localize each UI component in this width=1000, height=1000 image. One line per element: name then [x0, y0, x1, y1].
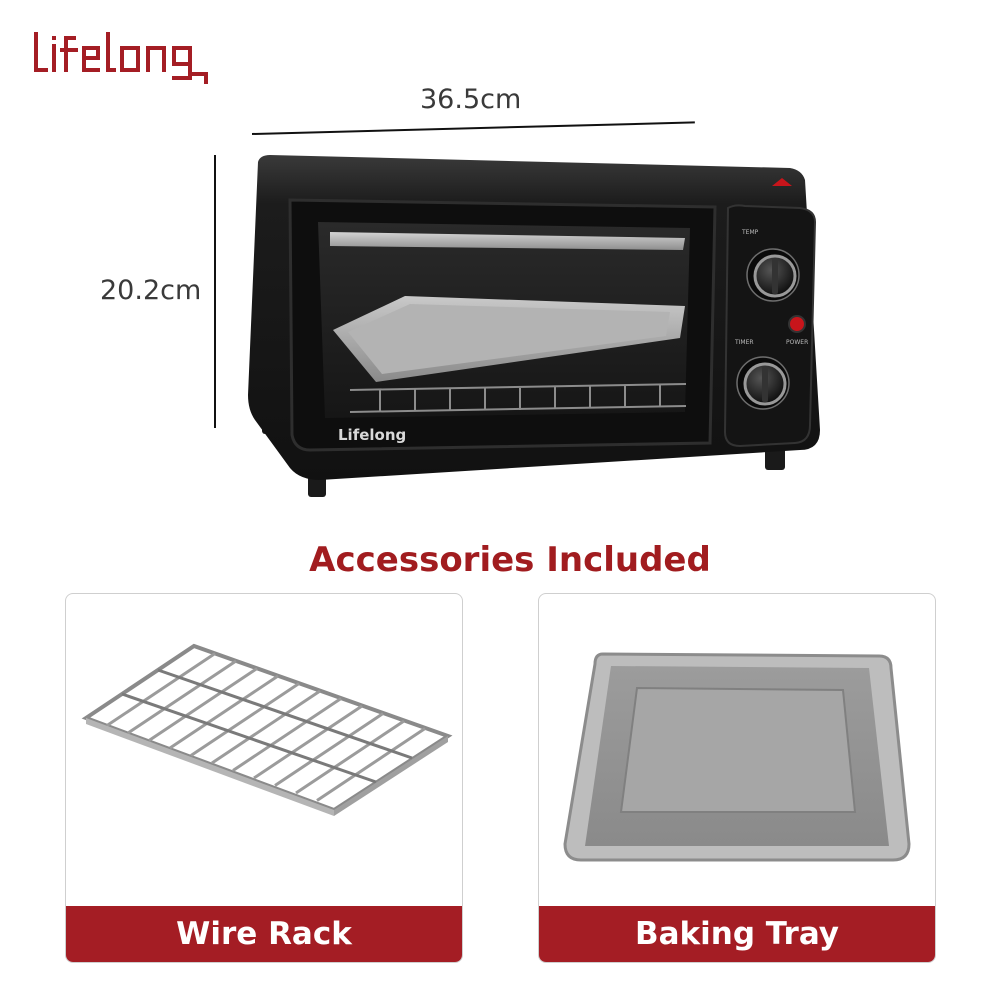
brand-logo: [34, 32, 208, 84]
inside-tray-bed: [348, 304, 670, 374]
inside-wire-rack: [349, 383, 687, 413]
warning-icon: [772, 178, 792, 186]
accessories-heading: Accessories Included: [309, 540, 711, 580]
heating-element: [330, 232, 685, 250]
wire-rack-label: Wire Rack: [176, 916, 352, 952]
wire-rack-banner: Wire Rack: [66, 906, 462, 962]
power-indicator-light: [788, 315, 806, 333]
baking-tray-icon: [563, 652, 911, 862]
oven-foot: [308, 475, 326, 497]
timer-knob-label: TIMER: [734, 339, 754, 346]
oven-door-logo: Lifelong: [338, 426, 406, 444]
accessory-card-wire-rack: Wire Rack: [65, 593, 463, 963]
temperature-knob-grip: [772, 258, 778, 294]
width-dimension-line: [251, 121, 695, 135]
oven-foot: [765, 448, 785, 470]
accessory-card-baking-tray: Baking Tray: [538, 593, 936, 963]
toaster-oven-image: Lifelong TEMP TIMER POWER: [248, 155, 820, 497]
power-label: POWER: [786, 339, 808, 346]
baking-tray-label: Baking Tray: [634, 916, 840, 952]
height-dimension-line: [214, 155, 216, 428]
wire-rack-icon: [81, 643, 453, 816]
temperature-knob-label: TEMP: [741, 229, 759, 236]
width-dimension-label: 36.5cm: [420, 84, 522, 115]
baking-tray-banner: Baking Tray: [539, 906, 935, 962]
timer-knob-grip: [762, 366, 768, 402]
height-dimension-label: 20.2cm: [100, 275, 202, 306]
